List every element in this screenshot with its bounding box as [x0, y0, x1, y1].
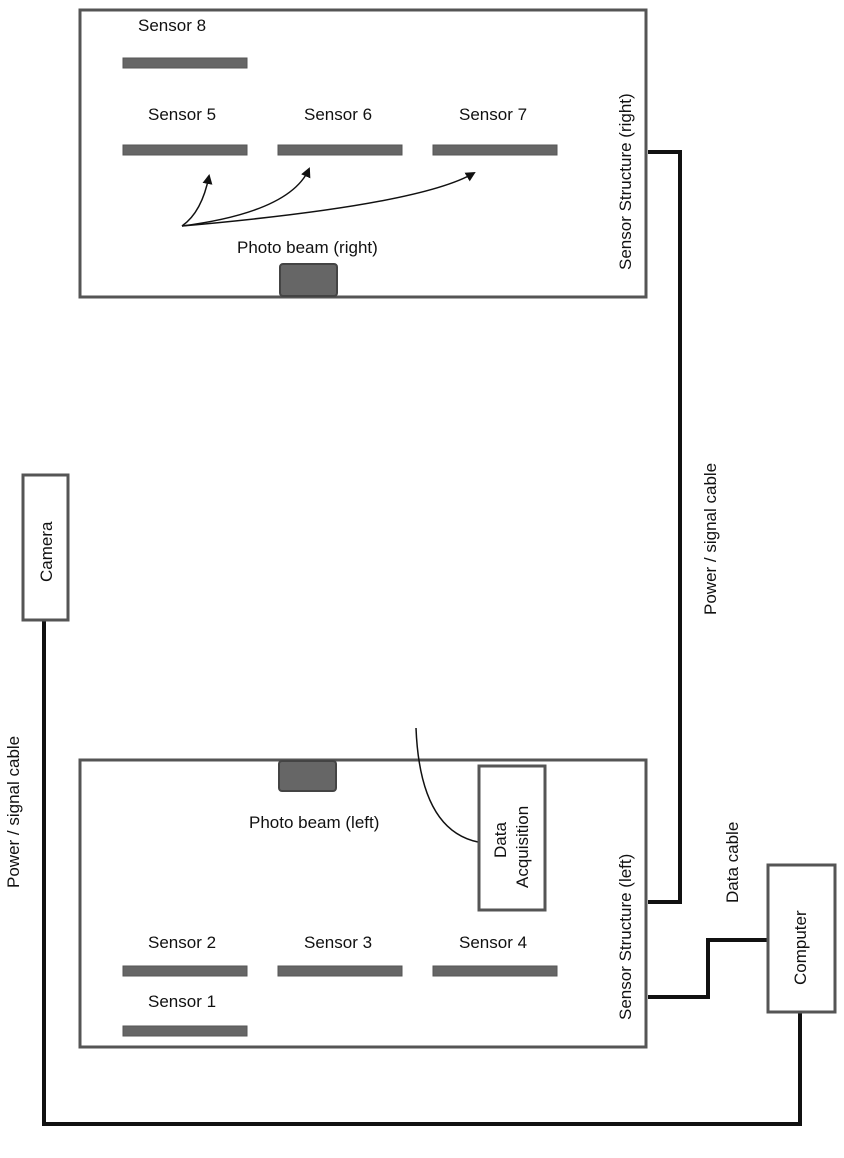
camera-label: Camera: [37, 521, 56, 582]
sensor-4: [432, 965, 558, 977]
sensor-structure-right: [78, 8, 648, 299]
sensor-7-label: Sensor 7: [459, 105, 527, 124]
data-acquisition-box: [477, 764, 547, 912]
data-acquisition-label-line-1: Data: [491, 822, 510, 858]
sensor-structure-right-label: Sensor Structure (right): [616, 93, 635, 270]
sensor-2-label: Sensor 2: [148, 933, 216, 952]
beam-arrow-sensor-5: [181, 174, 213, 227]
sensor-7: [432, 144, 558, 156]
photo-beam-right-label: Photo beam (right): [237, 238, 378, 257]
sensor-structure-left-label: Sensor Structure (left): [616, 854, 635, 1020]
data-acquisition-lead: [415, 727, 479, 843]
beam-arrow-sensor-7: [181, 171, 476, 227]
sensor-3: [277, 965, 403, 977]
data-acquisition-label-line-2: Acquisition: [513, 806, 532, 888]
photo-beam-right: [279, 263, 338, 297]
power-signal-cable-right-label: Power / signal cable: [701, 463, 720, 615]
sensor-3-label: Sensor 3: [304, 933, 372, 952]
data-cable-label: Data cable: [723, 822, 742, 903]
photo-beam-left-label: Photo beam (left): [249, 813, 379, 832]
beam-arrow-sensor-6: [181, 167, 311, 227]
sensor-2: [122, 965, 248, 977]
sensor-1-label: Sensor 1: [148, 992, 216, 1011]
sensor-5: [122, 144, 248, 156]
camera-box: [21, 473, 70, 622]
photo-beam-left: [278, 760, 337, 792]
power-signal-cable-right: [648, 150, 682, 904]
sensor-8: [122, 57, 248, 69]
sensor-8-label: Sensor 8: [138, 16, 206, 35]
sensor-6: [277, 144, 403, 156]
sensor-structure-left: [78, 758, 648, 1049]
computer-box: [766, 863, 837, 1014]
sensor-6-label: Sensor 6: [304, 105, 372, 124]
sensor-1: [122, 1025, 248, 1037]
sensor-5-label: Sensor 5: [148, 105, 216, 124]
sensor-4-label: Sensor 4: [459, 933, 527, 952]
power-signal-cable-left: [42, 620, 802, 1126]
computer-label: Computer: [791, 910, 810, 985]
power-signal-cable-left-label: Power / signal cable: [4, 736, 23, 888]
data-cable: [648, 938, 768, 999]
